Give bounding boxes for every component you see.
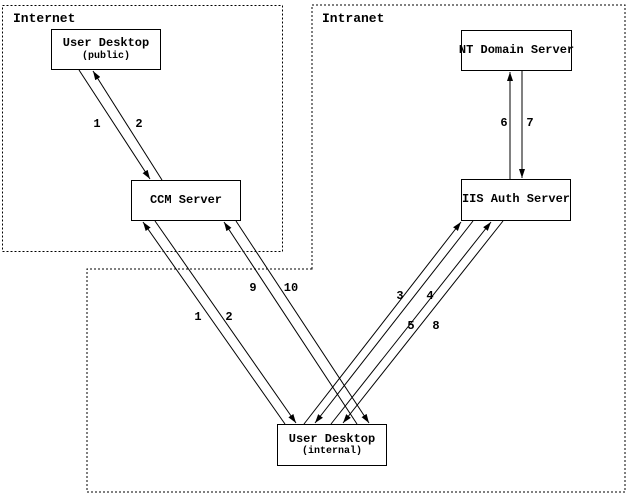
arrow-9-user-desktop-internal-to-ccm-server [223, 221, 358, 425]
arrow-label-1: 1 [93, 117, 101, 131]
arrow-8-iis-auth-server-to-user-desktop-internal [342, 220, 504, 424]
node-user-desktop-internal: User Desktop (internal) [277, 424, 387, 466]
arrow-label-7: 7 [526, 116, 534, 130]
arrow-label-1: 1 [194, 310, 202, 324]
arrow-label-2: 2 [135, 117, 143, 131]
arrow-label-8: 8 [432, 319, 440, 333]
region-label-intranet: Intranet [322, 11, 385, 26]
arrow-label-9: 9 [249, 281, 257, 295]
node-iis-auth-server: IIS Auth Server [461, 179, 571, 221]
arrow-label-2: 2 [225, 310, 233, 324]
arrow-label-5: 5 [407, 319, 415, 333]
arrow-10-ccm-server-to-user-desktop-internal [235, 220, 370, 424]
region-internet-border [2, 5, 283, 252]
arrow-1-user-desktop-public-to-ccm-server [78, 69, 151, 180]
node-nt-domain-server: NT Domain Server [458, 30, 575, 71]
region-label-internet: Internet [13, 11, 76, 26]
arrow-label-4: 4 [426, 289, 434, 303]
node-title: User Desktop [288, 431, 376, 446]
arrow-1-user-desktop-internal-to-ccm-server [142, 221, 286, 425]
node-title: CCM Server [149, 192, 222, 207]
region-intranet-border [86, 4, 626, 493]
arrow-3-user-desktop-internal-to-iis-auth-server [303, 221, 462, 425]
node-title: NT Domain Server [458, 42, 575, 57]
arrow-5-user-desktop-internal-to-iis-auth-server [330, 221, 492, 425]
node-subtitle: (public) [81, 50, 130, 62]
arrow-2-ccm-server-to-user-desktop-internal [154, 220, 297, 424]
node-user-desktop-public: User Desktop (public) [51, 29, 161, 70]
node-title: IIS Auth Server [461, 192, 571, 207]
arrow-2-ccm-server-to-user-desktop-public [92, 70, 163, 181]
arrow-label-3: 3 [396, 289, 404, 303]
region-borders [2, 4, 626, 493]
node-title: User Desktop [62, 36, 150, 51]
arrow-label-10: 10 [283, 281, 299, 295]
arrow-lines [78, 69, 525, 425]
arrow-4-iis-auth-server-to-user-desktop-internal [314, 220, 474, 424]
node-subtitle: (internal) [301, 446, 362, 458]
node-ccm-server: CCM Server [131, 180, 241, 221]
arrow-label-6: 6 [500, 116, 508, 130]
